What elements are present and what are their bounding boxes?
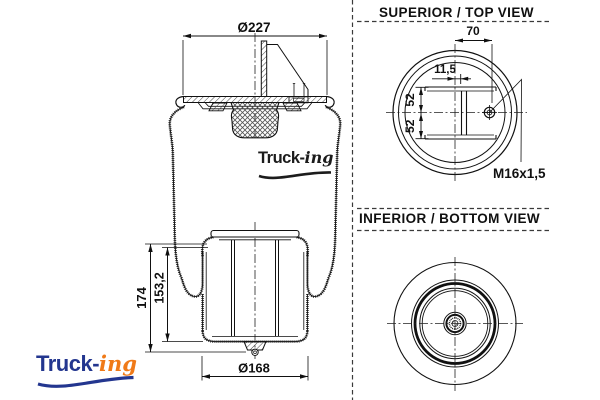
dim-70-label: 70 (466, 24, 480, 38)
logo-text-script: ing (304, 148, 334, 167)
thread-label: M16x1,5 (493, 166, 546, 181)
thread-callout: M16x1,5 (489, 78, 546, 181)
separator-bottom-title (357, 207, 550, 232)
dim-174-label: 174 (134, 286, 149, 308)
dim-227: Ø227 (182, 20, 328, 95)
dim-227-label: Ø227 (237, 20, 270, 35)
dim-168-label: Ø168 (238, 361, 270, 376)
top-view-crosshair (386, 44, 527, 182)
dim-153-label: 153,2 (153, 272, 167, 303)
dim-153: 153,2 (153, 247, 208, 342)
bead-plate (175, 95, 335, 112)
dim-174: 174 (134, 243, 246, 353)
logo-text-script-color: ing (99, 351, 137, 376)
mounting-channel (424, 86, 497, 140)
front-view: Ø227 174 153,2 Ø168 (37, 20, 342, 388)
logo-swoosh-watermark (258, 171, 332, 180)
bottom-stud (243, 341, 267, 351)
rubber-bumper (230, 101, 280, 139)
logo-swoosh-color (37, 375, 134, 388)
bottom-view-crosshair (387, 257, 523, 391)
logo-text-bold: Truck- (258, 149, 305, 167)
dim-52-lower-label: 52 (403, 119, 417, 133)
dim-115: 11,5 (432, 64, 471, 84)
dim-52-pair: 52 52 (403, 86, 429, 140)
truck-logo-watermark: Truck-ing (258, 150, 333, 167)
truck-logo-color: Truck-ing (36, 353, 137, 375)
dim-70: 70 (455, 24, 493, 103)
bottom-view-panel-title: INFERIOR / BOTTOM VIEW (359, 211, 541, 226)
dim-115-label: 11,5 (434, 64, 456, 76)
bottom-view (387, 257, 523, 391)
top-bracket (260, 40, 309, 104)
top-view-panel-title: SUPERIOR / TOP VIEW (379, 5, 534, 20)
top-view: 70 11,5 52 52 M16x1,5 (386, 24, 546, 182)
logo-text-bold-color: Truck- (36, 351, 100, 376)
piston (205, 229, 305, 356)
dim-52-upper-label: 52 (403, 93, 417, 107)
dim-168: Ø168 (201, 356, 309, 381)
